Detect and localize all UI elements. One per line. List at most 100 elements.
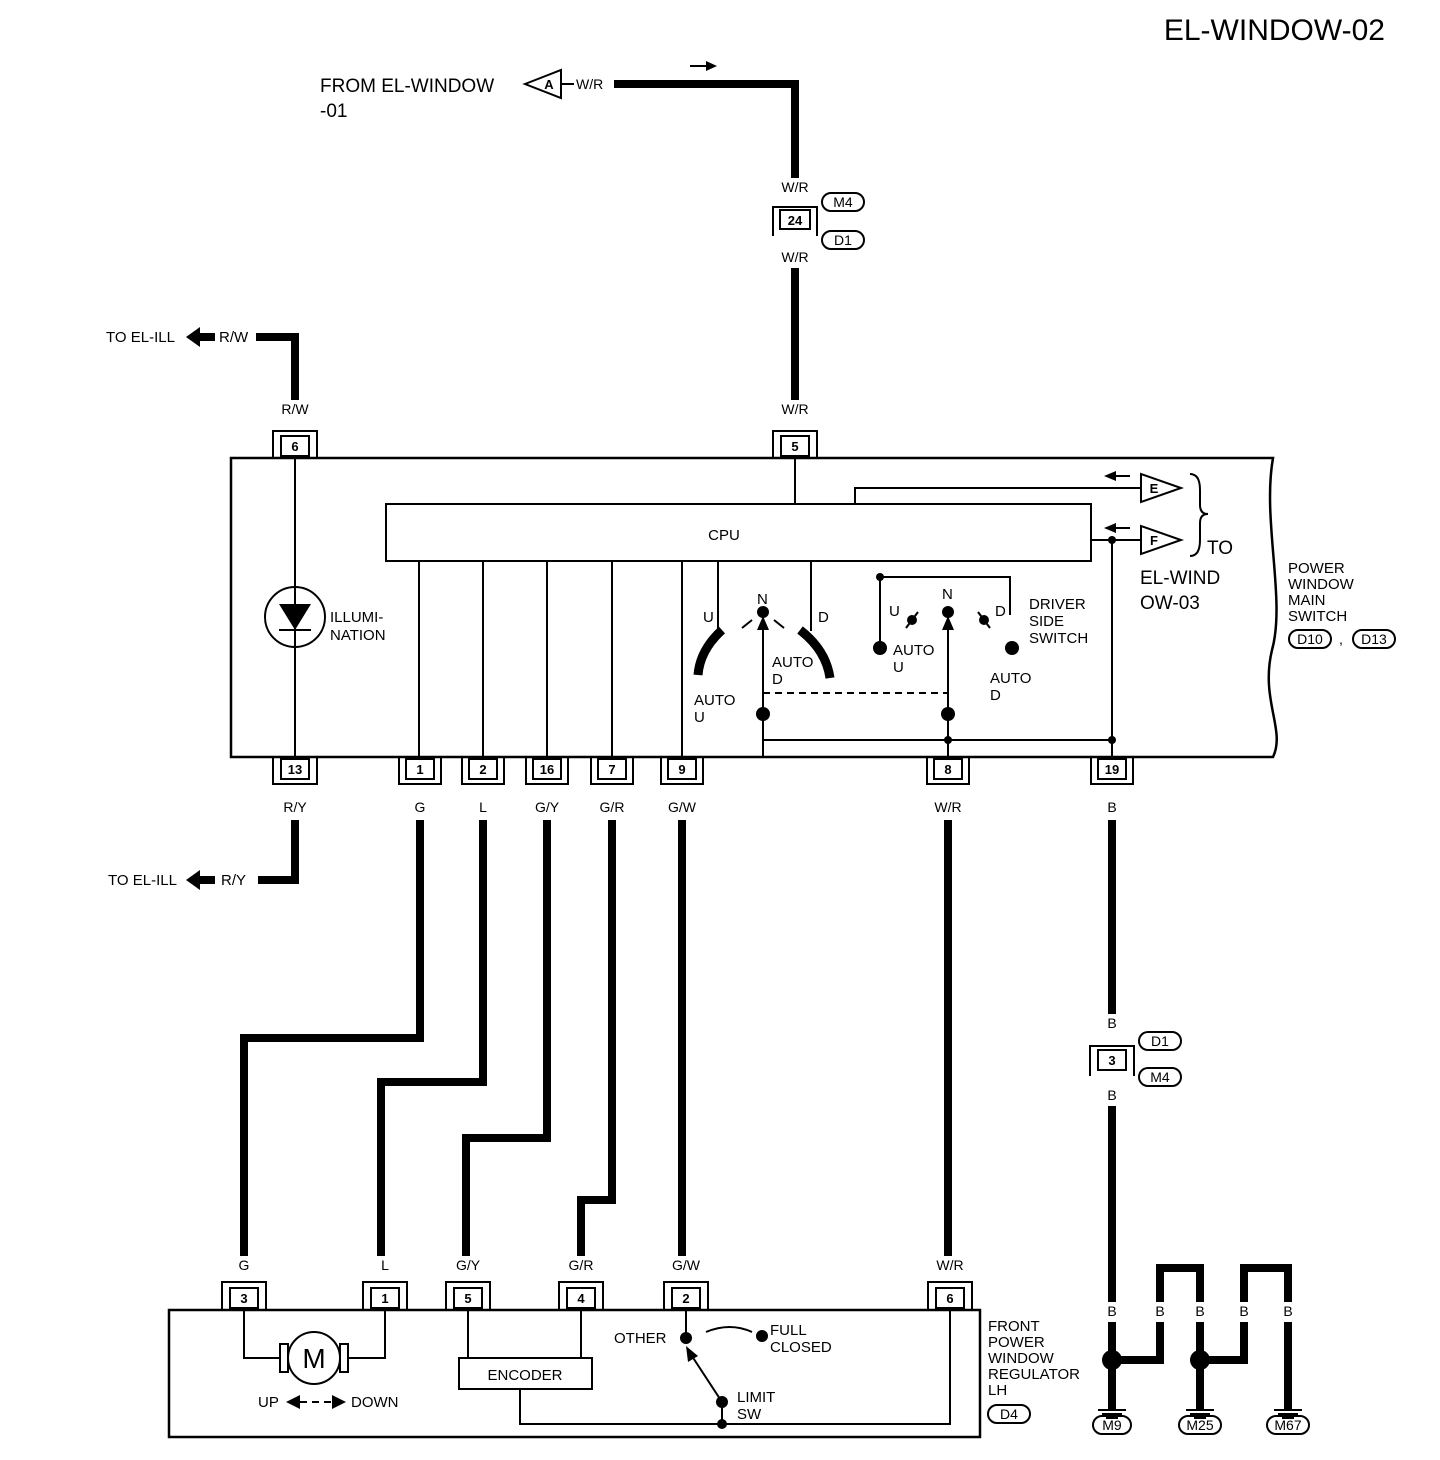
pin-box: [280, 435, 310, 457]
conn-d4-tag: [987, 1404, 1031, 1424]
conn-separator: ,: [1339, 631, 1343, 647]
pin-19: 19: [1105, 762, 1119, 777]
label-full-closed: FULL: [770, 1322, 807, 1339]
motor-symbol: [287, 1331, 341, 1385]
main-switch-name-4: SWITCH: [1288, 608, 1347, 625]
reg-pin-5: G/Y 5: [445, 1257, 491, 1310]
wire-label: L: [479, 799, 487, 815]
driver-label-u: U: [889, 603, 900, 620]
pin-box: [667, 758, 697, 780]
driver-label-auto-d-2: D: [990, 687, 1001, 704]
harness-m25-link: [1200, 1322, 1248, 1364]
wire-label: R/W: [281, 401, 309, 417]
power-window-main-switch: R/W 6 W/R 5 ILLUMI- NATION CPU E F TO: [229, 401, 1396, 815]
wire-label: B: [1107, 1087, 1116, 1103]
pin-13: 13: [288, 762, 302, 777]
pin-2: 2: [479, 762, 486, 777]
wire-label: B: [1283, 1303, 1292, 1319]
conn-d1: D1: [1151, 1033, 1169, 1049]
harness-from: [614, 80, 799, 178]
reg-pin-6: W/R 6: [927, 1257, 973, 1310]
junction-dot: [941, 707, 955, 721]
junction-dot: [717, 1419, 727, 1429]
connector-bracket: [660, 757, 704, 785]
driver-label-auto-d: AUTO: [990, 670, 1031, 687]
connector-f-letter: F: [1150, 533, 1158, 548]
pin-box: [671, 1287, 701, 1309]
conn-d13-tag: [1352, 629, 1396, 649]
contact-other: [680, 1332, 692, 1344]
wire-label: G/R: [600, 799, 625, 815]
connector-bracket: [272, 430, 318, 458]
arrow-e-head: [1104, 471, 1116, 481]
label-down: DOWN: [351, 1394, 399, 1411]
driver-switch-bus: [880, 576, 1011, 615]
main-switch-name-2: WINDOW: [1288, 576, 1355, 593]
contact-blade: [905, 611, 919, 629]
pin-box: [453, 1287, 483, 1309]
regulator-name-3: WINDOW: [988, 1350, 1055, 1367]
pin-box: [597, 758, 627, 780]
connector-bracket: [445, 1281, 491, 1310]
pin-5: 5: [464, 1291, 471, 1306]
arrow-up: [286, 1395, 300, 1409]
illumination-label-2: NATION: [330, 627, 386, 644]
bottom-pin-7: 7 G/R: [590, 757, 634, 815]
pin-2: 2: [682, 1291, 689, 1306]
connector-pin-box: [779, 209, 811, 230]
pin-box: [280, 758, 310, 780]
motor-lead-right: [348, 1310, 386, 1359]
illumination-label: ILLUMI-: [330, 609, 383, 626]
pin-box: [532, 758, 562, 780]
pin-box: [933, 758, 963, 780]
limit-arrow: [686, 1346, 698, 1362]
conn-d13: D13: [1361, 631, 1387, 647]
line-to-e: [854, 487, 1141, 504]
harness-gr: [577, 820, 616, 1256]
wire-label: G/R: [569, 1257, 594, 1273]
pin-8: 8: [944, 762, 951, 777]
contact-auto-u: [693, 626, 726, 676]
connector-f-flag: [1140, 524, 1185, 556]
connector-bracket: [362, 1281, 408, 1310]
pin-box: [1097, 1049, 1127, 1071]
main-switch-name: POWER: [1288, 560, 1345, 577]
ground-section: B B B B B M9 M25 M6: [1092, 1264, 1310, 1435]
ground-symbol-m25: [1186, 1409, 1214, 1419]
illumination-lamp: [264, 586, 326, 648]
bottom-pin-16: 16 G/Y: [525, 757, 569, 815]
label-n: N: [757, 591, 768, 608]
conn-m4-tag: [1138, 1067, 1182, 1087]
regulator-outline: [167, 1308, 982, 1439]
arrow-left: [186, 870, 200, 890]
bottom-pin-2: 2 L: [461, 757, 505, 815]
pin-6: 6: [291, 439, 298, 454]
brace: [1189, 473, 1209, 557]
reg-pin-3: G 3: [221, 1257, 267, 1310]
arrow-left: [186, 327, 200, 347]
connector-bracket: [398, 757, 442, 785]
connector-e-letter: E: [1150, 481, 1159, 496]
from-el-window-01: FROM EL-WINDOW -01 A W/R: [320, 61, 799, 178]
regulator-name-5: LH: [988, 1382, 1007, 1399]
switch-arrow: [757, 616, 769, 630]
wire-label: G/Y: [456, 1257, 481, 1273]
wire-label: L: [381, 1257, 389, 1273]
label-auto-u: AUTO: [694, 692, 735, 709]
contact-auto-d: [797, 626, 835, 679]
pin-7: 7: [608, 762, 615, 777]
driver-side-switch-label-2: SIDE: [1029, 613, 1064, 630]
harness-l: [377, 820, 487, 1256]
arrow-down: [332, 1395, 346, 1409]
label-up: UP: [258, 1394, 279, 1411]
to-el-window-03: TO: [1207, 538, 1233, 559]
connector-e-flag: [1140, 472, 1185, 504]
regulator-harnesses: [240, 820, 1116, 1256]
pin-box: [780, 435, 810, 457]
to-el-ill-top: TO EL-ILL R/W: [106, 327, 299, 400]
driver-label-auto-u-2: U: [893, 659, 904, 676]
label-full-closed-2: CLOSED: [770, 1339, 832, 1356]
label-auto-u-2: U: [694, 709, 705, 726]
ground-m67: M67: [1274, 1417, 1301, 1433]
front-power-window-regulator-lh: G 3 L 1 G/Y 5 G/R 4 G/W 2: [167, 1257, 1080, 1439]
